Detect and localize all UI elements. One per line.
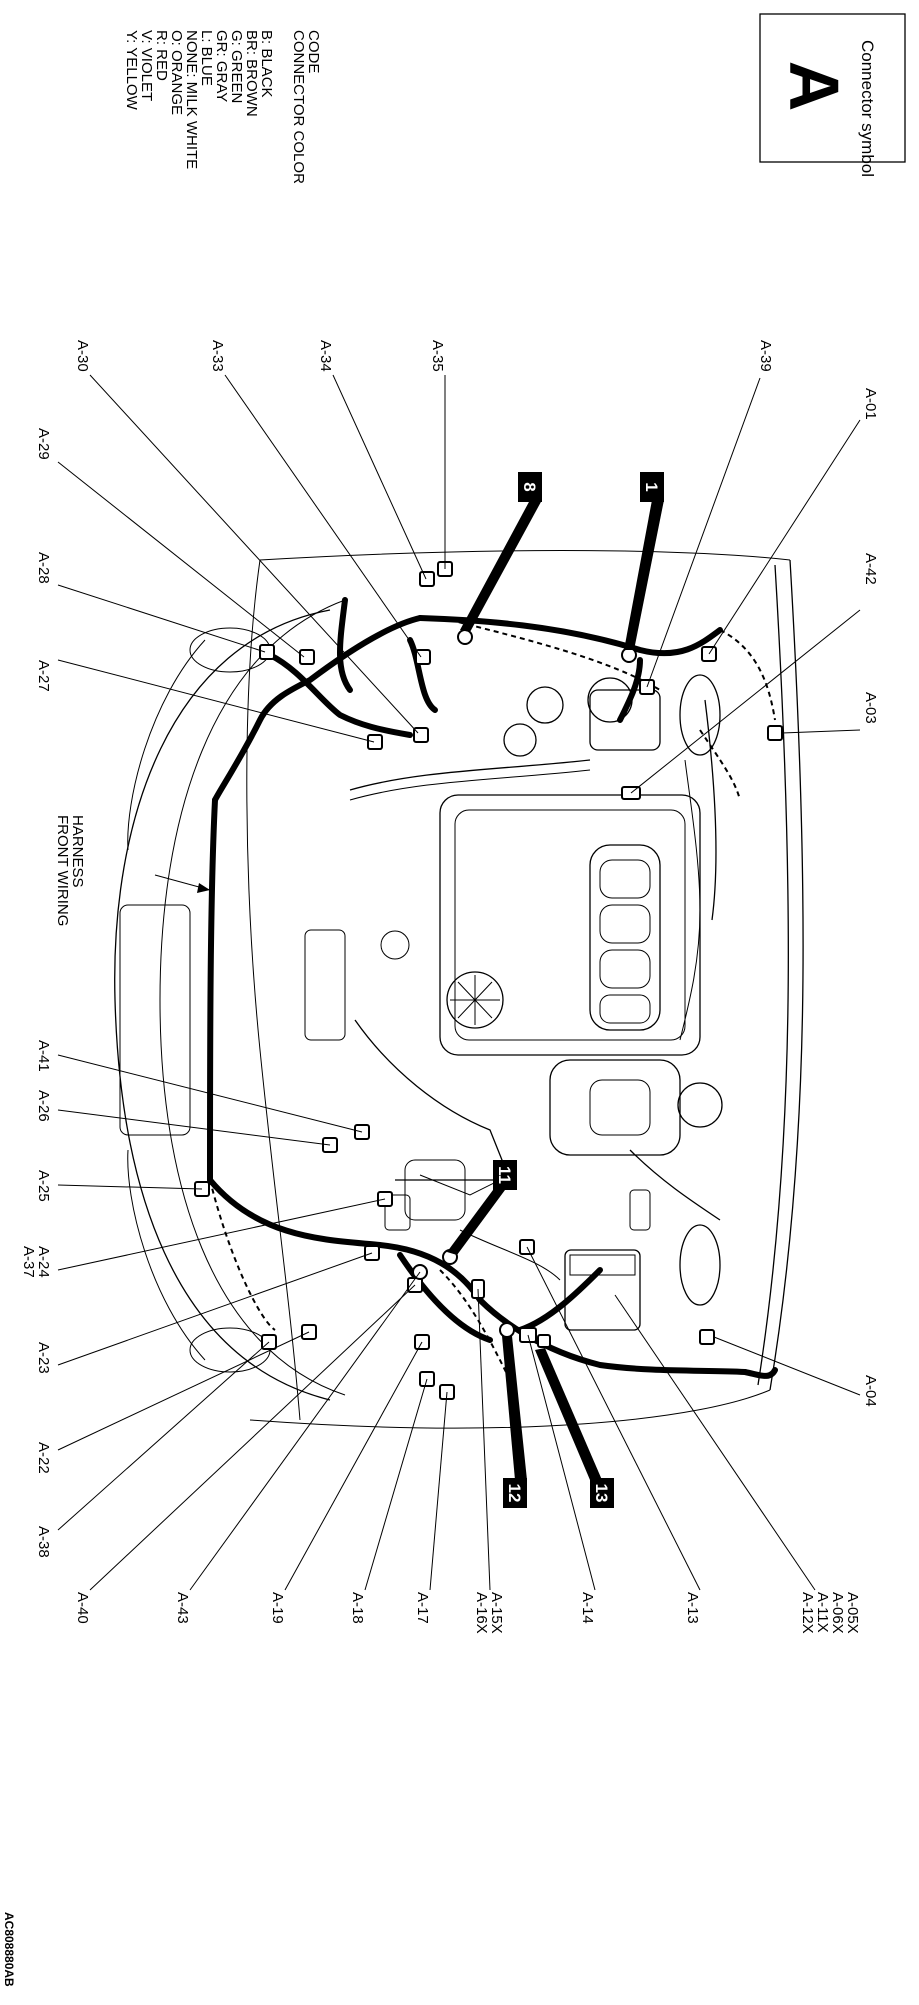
callout-markers: 1 8 11 12 13 <box>447 472 664 1508</box>
engine-block <box>349 674 723 1331</box>
label-a37: A-37 <box>20 1246 37 1278</box>
legend-item: G: GREEN <box>228 30 245 103</box>
connector-a34[interactable] <box>419 571 435 587</box>
label-a03: A-03 <box>862 692 879 724</box>
connector-a33[interactable] <box>415 649 431 665</box>
label-a43: A-43 <box>174 1592 191 1624</box>
label-a27: A-27 <box>35 660 52 692</box>
connector-a03[interactable] <box>767 725 783 741</box>
label-a39: A-39 <box>757 340 774 372</box>
label-a42: A-42 <box>862 553 879 585</box>
label-a01: A-01 <box>862 388 879 420</box>
legend-item: Y: YELLOW <box>123 30 140 111</box>
legend-item: O: ORANGE <box>168 30 185 115</box>
callout-12-label: 12 <box>505 1484 524 1503</box>
label-a28: A-28 <box>35 552 52 584</box>
label-a33: A-33 <box>209 340 226 372</box>
connector-labels: A-30 A-33 A-34 A-35 A-39 A-29 A-01 A-28 … <box>20 340 879 1634</box>
label-a06x: A-06X <box>829 1592 846 1634</box>
legend-item: R: RED <box>153 30 170 81</box>
legend-item: GR: GRAY <box>213 30 230 102</box>
connector-callout-8[interactable] <box>457 629 473 645</box>
label-a12x: A-12X <box>799 1592 816 1634</box>
label-a24: A-24 <box>35 1246 52 1278</box>
connector-callout-1[interactable] <box>621 647 637 663</box>
label-a19: A-19 <box>269 1592 286 1624</box>
callout-1-label: 1 <box>642 482 661 491</box>
connectors <box>194 561 783 1400</box>
label-a16x: A-16X <box>473 1592 490 1634</box>
leader-lines <box>57 374 861 1591</box>
connector-callout-12[interactable] <box>499 1322 515 1338</box>
callout-8-label: 8 <box>520 482 539 491</box>
front-wiring-harness-label: FRONT WIRINGHARNESS <box>54 815 86 926</box>
symbol-letter: A <box>775 61 853 112</box>
figure-code: AC808880AB <box>2 1912 16 1987</box>
callout-11-label: 11 <box>495 1166 514 1184</box>
legend-item: V: VIOLET <box>138 30 155 101</box>
legend-item: NONE: MILK WHITE <box>183 30 200 169</box>
connector-a28[interactable] <box>259 644 275 660</box>
legend-title: CONNECTOR COLORCODE <box>290 30 322 184</box>
connector-a29[interactable] <box>299 649 315 665</box>
callout-13-label: 13 <box>592 1484 611 1503</box>
label-a30: A-30 <box>74 340 91 372</box>
front-wiring-harness <box>207 597 778 1381</box>
connector-callout-13[interactable] <box>537 1334 551 1348</box>
label-a41: A-41 <box>35 1040 52 1072</box>
connector-a30[interactable] <box>413 727 429 743</box>
label-a26: A-26 <box>35 1090 52 1122</box>
label-a25: A-25 <box>35 1170 52 1202</box>
label-a04: A-04 <box>862 1375 879 1407</box>
connector-a04[interactable] <box>699 1329 715 1345</box>
label-a05x: A-05X <box>844 1592 861 1634</box>
vehicle-outline <box>114 550 804 1429</box>
label-a35: A-35 <box>429 340 446 372</box>
symbol-caption: Connector symbol <box>858 40 877 177</box>
label-a29: A-29 <box>35 428 52 460</box>
legend-item: BR: BROWN <box>243 30 260 117</box>
connector-symbol-box: A Connector symbol <box>759 13 906 177</box>
color-code-legend: CONNECTOR COLORCODE B: BLACK BR: BROWN G… <box>123 30 322 184</box>
label-a18: A-18 <box>349 1592 366 1624</box>
label-a13: A-13 <box>684 1592 701 1624</box>
legend-item: B: BLACK <box>258 30 275 98</box>
label-a15x: A-15X <box>488 1592 505 1634</box>
label-a14: A-14 <box>579 1592 596 1624</box>
label-a38: A-38 <box>35 1526 52 1558</box>
label-a23: A-23 <box>35 1342 52 1374</box>
label-a22: A-22 <box>35 1442 52 1474</box>
connector-a27[interactable] <box>367 734 383 750</box>
label-a34: A-34 <box>317 340 334 372</box>
legend-item: L: BLUE <box>198 30 215 86</box>
label-a40: A-40 <box>74 1592 91 1624</box>
label-a11x: A-11X <box>814 1592 831 1633</box>
label-a17: A-17 <box>414 1592 431 1624</box>
